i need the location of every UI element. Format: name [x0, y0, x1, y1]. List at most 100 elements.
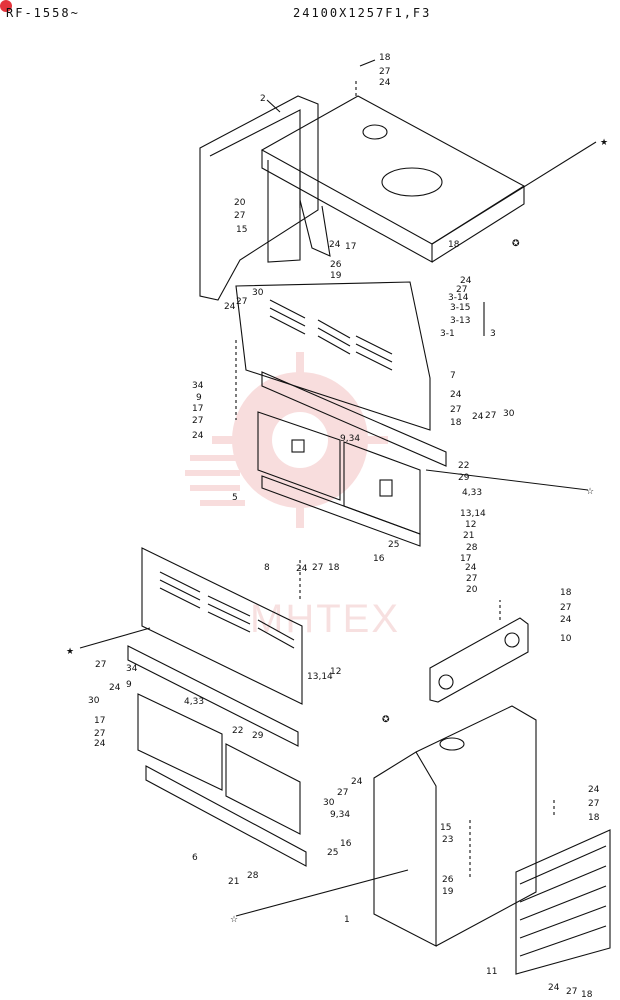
top-cover-opening [381, 167, 443, 197]
callout-label: 27 [485, 411, 496, 421]
callout-label: 24 [588, 785, 600, 795]
callout-label: 27 [312, 563, 323, 573]
callout-label: 27 [95, 660, 106, 670]
callout-label: 30 [503, 409, 515, 419]
markers: ★ ★ ☆ ☆ ✪ ✪ [66, 138, 608, 925]
door-9-left [257, 411, 341, 501]
callout-label: 24 [109, 683, 121, 693]
hinge-bar-4 [261, 371, 447, 467]
callout-label: 9 [126, 680, 132, 690]
part-code-label: 24100X1257F1,F3 [293, 6, 432, 20]
serial-range-label: RF-1558~ [6, 6, 80, 20]
strip-6 [145, 765, 307, 867]
callout-label: 7 [450, 371, 456, 381]
callout-label: 24 [465, 563, 477, 573]
top-cover-front [261, 150, 433, 263]
callout-label: 20 [234, 198, 246, 208]
filled-star-marker: ★ [600, 138, 608, 148]
callout-label: 18 [448, 240, 460, 250]
callout-label: 22 [458, 461, 469, 471]
line-art [79, 59, 611, 975]
callout-label: 23 [442, 835, 453, 845]
top-cover-side [431, 186, 525, 263]
callout-label: 18 [450, 418, 462, 428]
watermark-text: MHTEX [250, 597, 400, 641]
callout-label: 18 [560, 588, 572, 598]
callout-label: 25 [388, 540, 399, 550]
callout-label: 27 [379, 67, 390, 77]
open-star-marker: ☆ [586, 487, 594, 497]
side-panel-2 [199, 95, 319, 301]
callout-label: 25 [327, 848, 338, 858]
callout-label: 34 [126, 664, 138, 674]
callout-label: 28 [247, 871, 259, 881]
callout-label: 3-14 [448, 293, 469, 303]
callout-label: 18 [379, 53, 391, 63]
dash-lines [235, 80, 555, 880]
bracket-10 [429, 617, 529, 703]
latch-right [379, 479, 393, 497]
callout-label: 13,14 [460, 509, 486, 519]
housing-1 [373, 751, 437, 947]
callout-label: 24 [460, 276, 472, 286]
side-panel-2-edge [209, 109, 301, 208]
callout-label: 9 [196, 393, 202, 403]
callout-label: 17 [345, 242, 356, 252]
callout-label: 27 [337, 788, 348, 798]
callout-label: 3-1 [440, 329, 455, 339]
callout-label: 24 [351, 777, 363, 787]
callout-label: 3-13 [450, 316, 470, 326]
callout-label: 1 [344, 915, 350, 925]
callout-label: 34 [192, 381, 204, 391]
callout-label: 27 [450, 405, 461, 415]
callout-label: 10 [560, 634, 572, 644]
top-cover-hole [362, 124, 388, 140]
callout-label: 24 [548, 983, 560, 993]
strip-5 [261, 475, 421, 547]
callout-label: 30 [252, 288, 264, 298]
callout-label: 21 [463, 531, 474, 541]
callout-label: 24 [450, 390, 462, 400]
door-9-lower-right [225, 743, 301, 835]
callout-label: 6 [192, 853, 198, 863]
callout-label: 21 [228, 877, 239, 887]
callout-label: 4,33 [184, 697, 204, 707]
callout-label: 19 [442, 887, 454, 897]
rear-panel-7 [235, 281, 431, 431]
latch-left [291, 439, 305, 453]
corner-mark [0, 0, 12, 12]
circled-star-marker: ✪ [512, 239, 520, 249]
callout-label: 27 [560, 603, 571, 613]
callout-label: 24 [192, 431, 204, 441]
callout-label: 30 [88, 696, 100, 706]
circled-star-marker: ✪ [382, 715, 390, 725]
grille-11 [515, 829, 611, 975]
callout-label: 24 [560, 615, 572, 625]
callout-label: 27 [236, 297, 247, 307]
callout-label: 19 [330, 271, 342, 281]
callout-label: 8 [264, 563, 270, 573]
grille-bars [519, 845, 607, 957]
callout-label: 12 [330, 667, 341, 677]
callout-label: 24 [94, 739, 106, 749]
callout-label: 5 [232, 493, 238, 503]
leaders [79, 59, 597, 917]
callout-label: 15 [440, 823, 451, 833]
callout-label: 28 [466, 543, 478, 553]
callout-label: 18 [581, 990, 593, 1000]
callout-label: 22 [232, 726, 243, 736]
callout-label: 26 [330, 260, 342, 270]
callout-label: 27 [466, 574, 477, 584]
callout-label: 17 [460, 554, 471, 564]
watermark: MHTEX [185, 352, 400, 641]
callout-label: 17 [192, 404, 203, 414]
side-panel-8 [141, 547, 303, 705]
inner-frame [267, 160, 301, 263]
callout-label: 27 [192, 416, 203, 426]
callout-label: 17 [94, 716, 105, 726]
housing-frame [415, 705, 537, 947]
bracket-hole-left [438, 674, 454, 690]
filled-star-marker: ★ [66, 647, 74, 657]
callout-label: 27 [234, 211, 245, 221]
